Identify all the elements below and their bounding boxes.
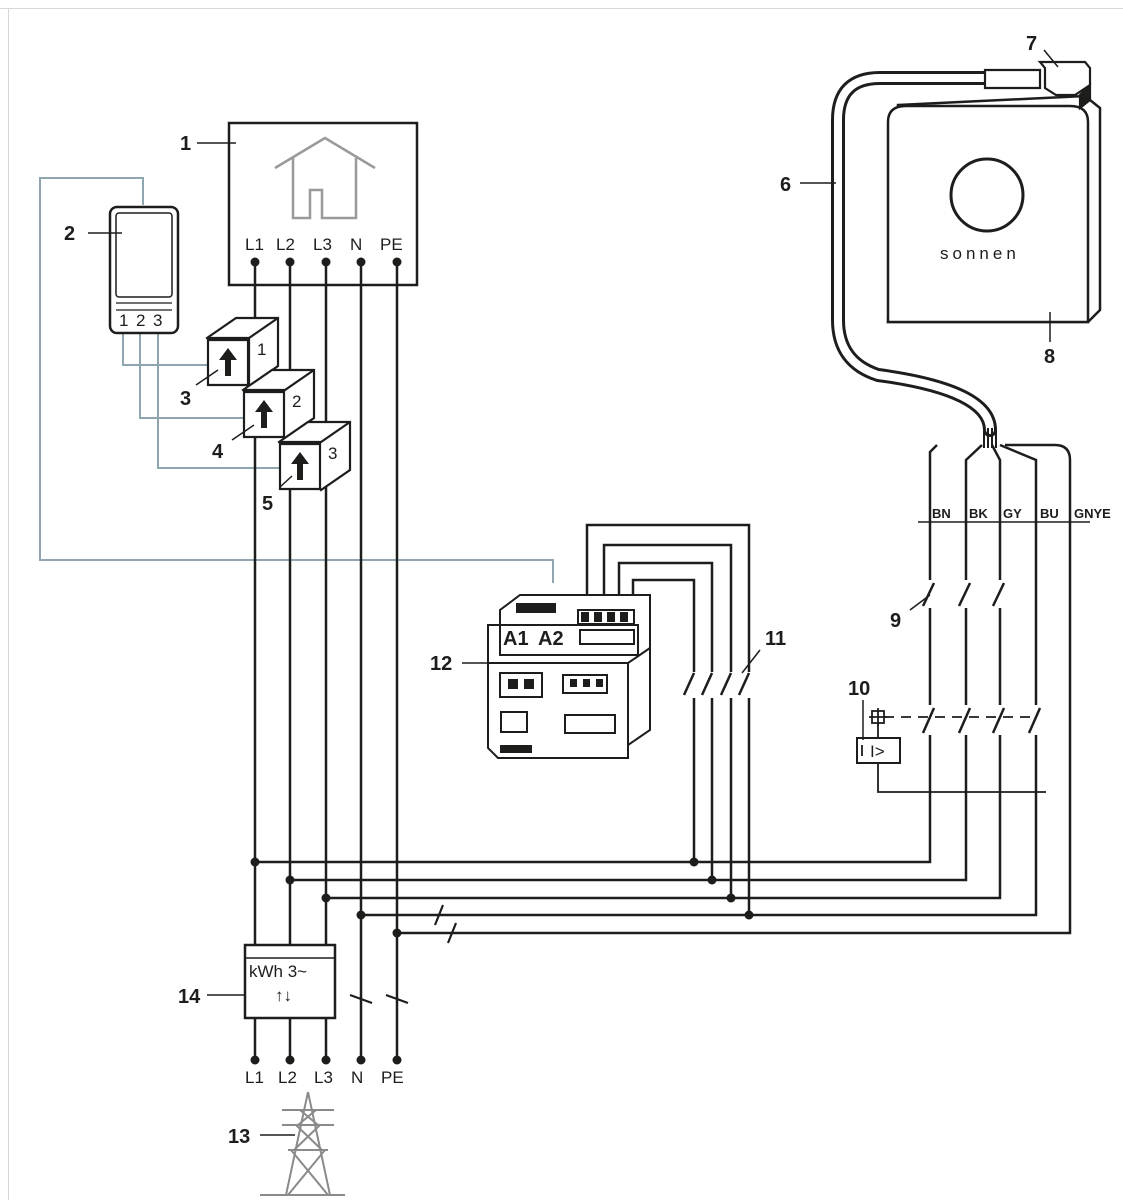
house-icon bbox=[274, 136, 376, 220]
relay-terminal-a1: A1 bbox=[503, 628, 529, 650]
callout-4: 4 bbox=[212, 441, 224, 463]
charging-cable-inner bbox=[834, 74, 994, 434]
cable-color-legend: BN BK GY BU GNYE bbox=[918, 506, 1111, 523]
meter-to-relay-cable bbox=[39, 177, 554, 583]
terminal-dots bbox=[250, 257, 402, 1065]
house-terminal-l1: L1 bbox=[245, 235, 264, 254]
meter-direction-symbol: ↑↓ bbox=[275, 986, 292, 1005]
current-transformer-1: 1 bbox=[205, 316, 280, 388]
bus-l2 bbox=[290, 444, 983, 882]
meter-channel-2: 2 bbox=[136, 311, 145, 330]
color-gy: GY bbox=[1003, 506, 1022, 521]
color-bk: BK bbox=[969, 506, 988, 521]
callout-3: 3 bbox=[180, 388, 191, 410]
current-transformer-3: 3 bbox=[277, 420, 352, 492]
energy-monitor-meter: 1 2 3 bbox=[108, 205, 180, 335]
rcd-breaker-10: I> bbox=[856, 705, 1046, 793]
callout-11: 11 bbox=[765, 628, 786, 650]
ct3-label: 3 bbox=[328, 444, 337, 463]
ct2-signal-cable bbox=[139, 330, 248, 419]
bus-l3 bbox=[326, 444, 1002, 900]
wallbox-body: sonnen bbox=[886, 94, 1102, 324]
callout-13: 13 bbox=[228, 1126, 250, 1148]
callout-14: 14 bbox=[178, 986, 201, 1008]
bus-l1 bbox=[255, 444, 938, 864]
callout-8: 8 bbox=[1044, 346, 1055, 368]
rcd-symbol: I> bbox=[870, 742, 885, 761]
bus-n bbox=[361, 443, 1038, 917]
house-terminal-l3: L3 bbox=[313, 235, 332, 254]
callout-9: 9 bbox=[890, 610, 901, 632]
meter-unit: kWh 3~ bbox=[249, 962, 307, 981]
cable-fanout bbox=[983, 428, 997, 448]
callout-6: 6 bbox=[780, 174, 791, 196]
isolating-switch-9 bbox=[921, 580, 1008, 608]
meter-channel-3: 3 bbox=[153, 311, 162, 330]
callout-2: 2 bbox=[64, 223, 75, 245]
main-conductors bbox=[253, 262, 399, 1060]
grid-terminal-l1: L1 bbox=[245, 1068, 264, 1087]
ct1-signal-cable bbox=[122, 330, 212, 366]
callout-7: 7 bbox=[1026, 33, 1037, 55]
signal-cables bbox=[39, 177, 554, 583]
ct1-label: 1 bbox=[257, 340, 266, 359]
ct3-signal-cable bbox=[157, 330, 283, 469]
relay-terminal-a2: A2 bbox=[538, 628, 564, 650]
meter-channel-1: 1 bbox=[119, 311, 128, 330]
callout-leaders bbox=[88, 49, 1059, 1136]
house-terminal-l2: L2 bbox=[276, 235, 295, 254]
contactor-switch-11 bbox=[682, 672, 755, 698]
house-terminal-n: N bbox=[350, 235, 362, 254]
bidirectional-meter-14: kWh 3~ ↑↓ bbox=[243, 943, 337, 1020]
supply-bus bbox=[255, 443, 1072, 935]
grid-terminal-pe: PE bbox=[381, 1068, 404, 1087]
bus-break-marks bbox=[349, 904, 458, 1005]
color-bn: BN bbox=[932, 506, 951, 521]
wallbox-brand: sonnen bbox=[940, 244, 1020, 263]
color-gnye: GNYE bbox=[1074, 506, 1111, 521]
color-bu: BU bbox=[1040, 506, 1059, 521]
bus-pe bbox=[397, 443, 1072, 935]
house-distribution-box: L1 L2 L3 N PE bbox=[227, 121, 419, 287]
charging-plug bbox=[983, 60, 1092, 111]
transmission-tower-icon bbox=[260, 1091, 345, 1196]
frame-left-border bbox=[8, 8, 9, 1200]
frame-top-border bbox=[0, 8, 1123, 9]
grid-terminal-l3: L3 bbox=[314, 1068, 333, 1087]
callout-12: 12 bbox=[430, 653, 452, 675]
callout-1: 1 bbox=[180, 133, 191, 155]
grid-terminal-l2: L2 bbox=[278, 1068, 297, 1087]
relay-contact-wires bbox=[585, 523, 751, 915]
ct2-label: 2 bbox=[292, 392, 301, 411]
grid-terminals: L1 L2 L3 N PE bbox=[245, 1068, 404, 1087]
grid-terminal-n: N bbox=[351, 1068, 363, 1087]
callout-10: 10 bbox=[848, 678, 870, 700]
callout-5: 5 bbox=[262, 493, 273, 515]
house-terminal-pe: PE bbox=[380, 235, 403, 254]
relay-module: A1 A2 bbox=[487, 594, 651, 759]
